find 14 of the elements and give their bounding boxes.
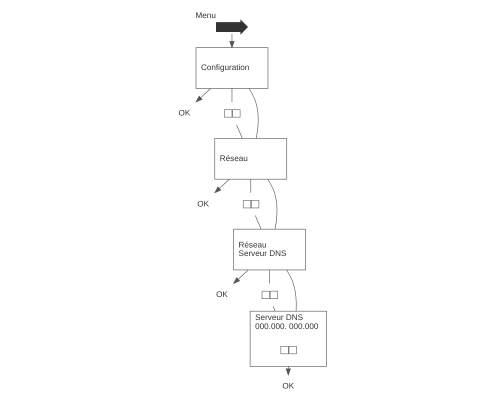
connector [268, 270, 270, 284]
connector [248, 88, 258, 139]
connector [250, 178, 251, 194]
arrow [214, 178, 230, 194]
connector [236, 124, 242, 139]
node-hand [216, 19, 248, 35]
connector [231, 88, 232, 102]
connector [272, 306, 275, 312]
arrow [228, 34, 234, 49]
arrow [194, 88, 210, 103]
connector [254, 215, 261, 230]
arrow [232, 270, 248, 284]
connector [286, 270, 296, 312]
connector [266, 178, 277, 230]
